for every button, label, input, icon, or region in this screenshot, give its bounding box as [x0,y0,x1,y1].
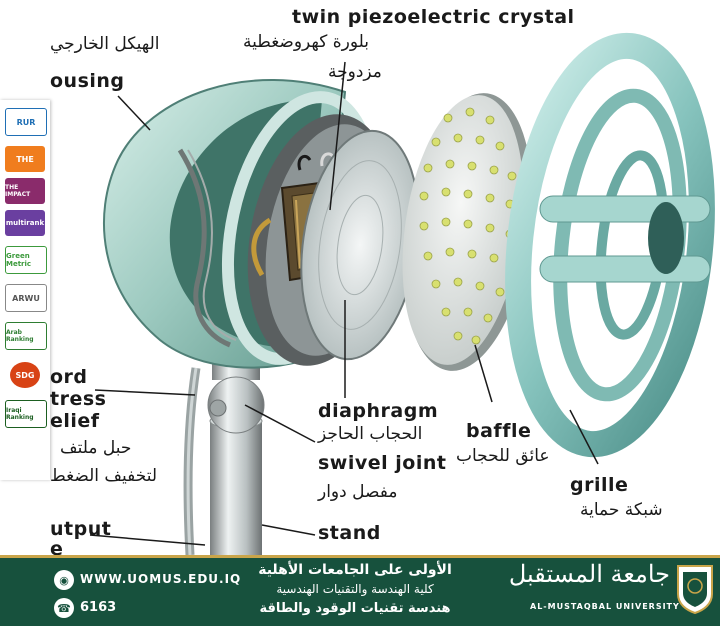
swivel-joint [207,362,265,434]
ranking-logo-the-impact[interactable]: THE IMPACT [5,178,45,204]
ranking-logo-multirank[interactable]: multirank [5,210,45,236]
label-housing-ar: الهيكل الخارجي [50,34,160,54]
label-diaphragm-ar: الحجاب الحاجز [318,424,423,444]
university-name-ar: جامعة المستقبل [508,560,670,588]
label-output-1: utput [50,518,112,540]
footer-slogan-3: هندسة تقنيات الوقود والطاقة [259,601,451,616]
phone-icon: ☎ [54,598,74,618]
label-baffle-ar: عائق للحجاب [456,446,550,466]
footer-phone[interactable]: 6163 [80,600,117,615]
stand [209,413,263,555]
label-diaphragm-en: diaphragm [318,400,439,422]
baffle [402,93,533,371]
label-twin-crystal-en: twin piezoelectric crystal [292,6,575,28]
label-swivel-en: swivel joint [318,452,447,474]
label-cord-2: tress [50,388,107,410]
ranking-logo-arwu[interactable]: ARWU [5,284,47,312]
leader-lines [89,61,599,546]
label-cord-1: ord [50,366,88,388]
label-cord-3: elief [50,410,100,432]
label-cord-ar-1: حبل ملتف [60,438,132,458]
label-stand-en: stand [318,522,381,544]
label-output-2: e [50,538,64,560]
ranking-logo-rur[interactable]: RUR [5,108,47,136]
university-crest-icon [677,565,713,614]
label-housing-en: ousing [50,70,125,92]
ranking-logo-iraqi[interactable]: Iraqi Ranking [5,400,47,428]
ranking-logo-the[interactable]: THE [5,146,45,172]
globe-icon: ◉ [54,570,74,590]
footer-website[interactable]: WWW.UOMUS.EDU.IQ [80,572,242,586]
baffle-holes [419,107,517,345]
grille [505,32,715,458]
footer-bar: ◉ WWW.UOMUS.EDU.IQ ☎ 6163 الأولى على الج… [0,555,720,626]
ranking-logo-arab[interactable]: Arab Ranking [5,322,47,350]
label-twin-crystal-ar-2: مزدوجة [328,62,382,82]
label-grille-en: grille [570,474,629,496]
ranking-logo-greenmetric[interactable]: Green Metric [5,246,47,274]
ranking-logo-sdg[interactable]: SDG [10,362,40,388]
label-cord-ar-2: لتخفيف الضغط [50,466,157,486]
label-baffle-en: baffle [466,420,532,442]
label-swivel-ar: مفصل دوار [318,482,398,502]
footer-slogan-2: كلية الهندسة والتقنيات الهندسية [276,582,434,596]
university-name-en: AL-MUSTAQBAL UNIVERSITY [530,602,680,611]
label-twin-crystal-ar-1: بلورة كهروضغطية [243,32,370,52]
rankings-sidebar: RUR THE THE IMPACT multirank Green Metri… [0,100,50,480]
footer-slogan-1: الأولى على الجامعات الأهلية [258,562,452,578]
label-grille-ar: شبكة حماية [580,500,663,520]
